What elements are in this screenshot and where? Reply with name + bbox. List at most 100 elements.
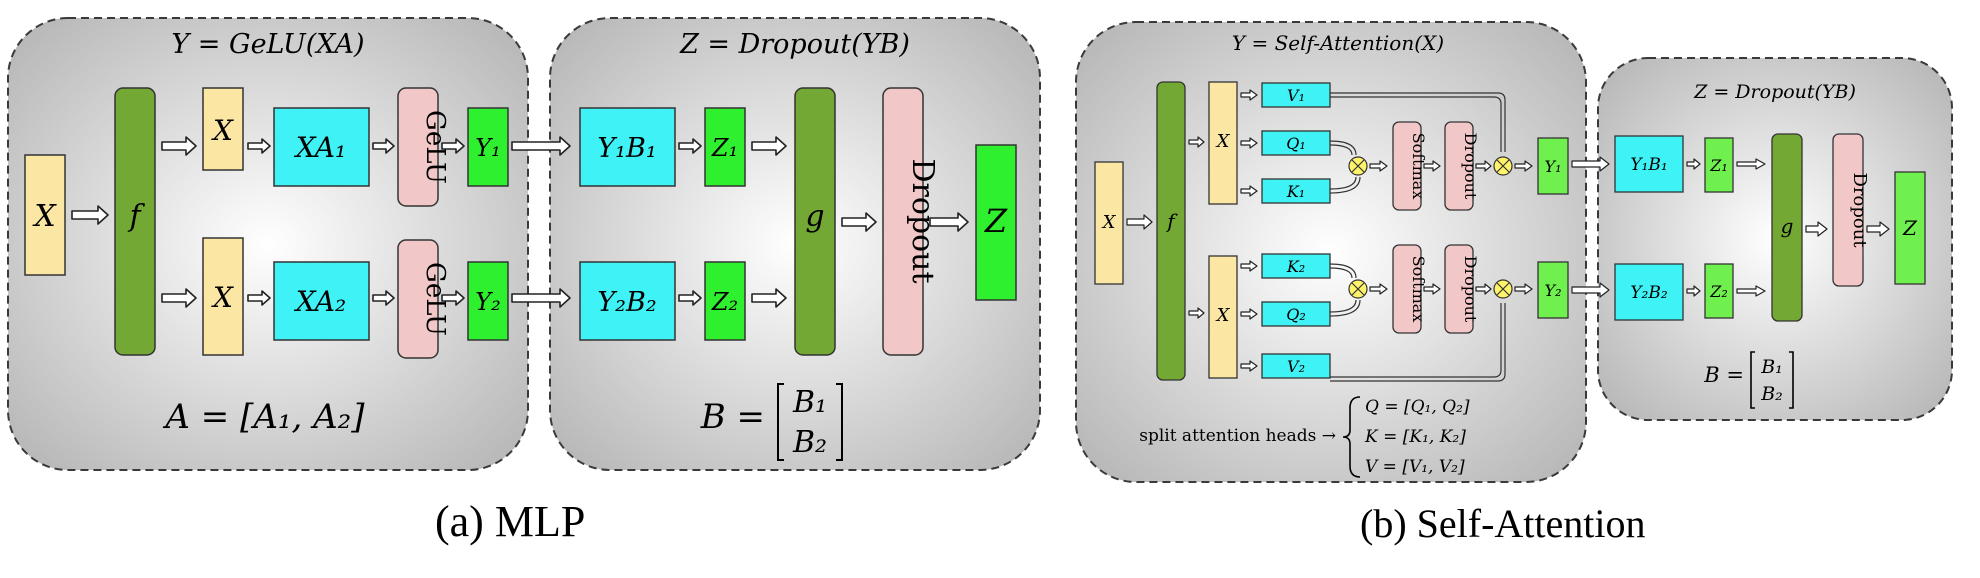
att-arrow-x1-q1 (1240, 137, 1258, 149)
att-v2-label: V₂ (1287, 357, 1305, 376)
att-left-title: Y = Self-Attention(X) (1232, 31, 1444, 55)
att-right-title: Z = Dropout(YB) (1693, 81, 1856, 103)
mlp-arrow-y1-yb1 (511, 136, 571, 156)
mlp-arrow-x1-xa1 (247, 138, 271, 154)
mlp-gelu1-box (397, 87, 439, 207)
mlp-z2-label: Z₂ (711, 288, 738, 316)
att-arrow-x1-v1 (1240, 89, 1258, 101)
mlp-b-formula-lhs: B = (700, 397, 765, 437)
mlp-arrow-y2-yb2 (511, 288, 571, 308)
mlp-z-out-box (975, 144, 1017, 301)
mlp-dropout-box (882, 87, 924, 356)
mlp-gelu2-box (397, 239, 439, 359)
mlp-x2-box (202, 237, 244, 356)
att-q2-label: Q₂ (1286, 305, 1306, 324)
att-arrow-y2-yb2 (1571, 282, 1610, 298)
att-arrow-z2-g (1736, 285, 1766, 297)
att-yb1-label: Y₁B₁ (1630, 155, 1667, 175)
att-softmax1-label: Softmax (1409, 133, 1428, 200)
att-arrow-y1-yb1 (1571, 156, 1610, 172)
att-arrow-x-f (1126, 214, 1153, 230)
att-arrow-yb1-z1 (1686, 158, 1701, 170)
mlp-f-box (114, 87, 156, 356)
att-arrow-m4-y2 (1514, 283, 1533, 295)
att-arrow-m3-y1 (1514, 160, 1533, 172)
mlp-z1-box (704, 107, 746, 187)
att-yb1-box (1614, 135, 1684, 193)
mlp-left-title: Y = GeLU(XA) (171, 29, 364, 60)
mlp-arrow-x-f (71, 205, 109, 225)
att-eq-k: K = [K₁, K₂] (1364, 427, 1466, 447)
att-x2-label: X (1215, 305, 1231, 326)
mlp-x-input-label: X (32, 199, 57, 234)
caption-mlp: (a) MLP (435, 497, 586, 546)
mlp-arrow-z1-g (751, 136, 787, 156)
att-yb2-label: Y₂B₂ (1630, 283, 1668, 303)
mlp-arrow-dropout-z (929, 212, 969, 232)
att-arrow-f-x1 (1188, 136, 1205, 148)
mlp-x2-label: X (211, 281, 234, 314)
mlp-arrow-gelu1-y1 (441, 138, 465, 154)
att-b-formula-lhs: B = (1703, 363, 1744, 387)
mlp-x1-box (202, 87, 244, 171)
att-dropout2-label: Dropout (1461, 256, 1480, 323)
mlp-yb1-label: Y₁B₁ (597, 133, 656, 164)
mlp-y1-box (467, 107, 509, 187)
att-g-box (1771, 133, 1803, 322)
mlp-g-label: g (805, 199, 824, 234)
mlp-xa2-box (273, 261, 370, 341)
mlp-arrow-x2-xa2 (247, 290, 271, 306)
mlp-b1: B₁ (792, 385, 827, 420)
mlp-b-bracket-left (777, 383, 784, 461)
att-arrow-dropout1-m3 (1475, 160, 1492, 172)
att-k1-label: K₁ (1286, 182, 1305, 201)
att-x-input-box (1094, 161, 1124, 285)
att-arrow-m1-softmax1 (1369, 160, 1388, 172)
att-b1: B₁ (1760, 356, 1783, 378)
att-y2-label: Y₂ (1545, 281, 1562, 300)
mlp-y1-label: Y₁ (475, 134, 500, 162)
mlp-y2-label: Y₂ (475, 288, 500, 316)
att-v1-box (1261, 82, 1331, 108)
att-multiply-1-cross (1351, 159, 1365, 173)
att-split-label: split attention heads → (1139, 426, 1336, 446)
att-brace (1342, 396, 1361, 478)
att-arrow-yb2-z2 (1686, 285, 1701, 297)
att-f-box (1156, 81, 1186, 381)
att-softmax1-box (1392, 121, 1422, 211)
mlp-xa2-label: XA₂ (294, 285, 346, 318)
att-arrow-x2-v2 (1240, 360, 1258, 372)
mlp-xa1-label: XA₁ (294, 131, 346, 164)
att-z2-box (1704, 263, 1734, 319)
mlp-arrow-z2-g (751, 288, 787, 308)
caption-self-attention: (b) Self-Attention (1360, 501, 1646, 546)
att-arrows (1126, 89, 1890, 372)
att-k1-box (1261, 178, 1331, 204)
mlp-arrow-f-x2 (161, 288, 197, 308)
att-arrow-x1-k1 (1240, 185, 1258, 197)
att-arrow-softmax2-dropout2 (1423, 283, 1441, 295)
att-dropout-out-label: Dropout (1849, 172, 1870, 248)
att-arrow-g-dropout (1805, 221, 1828, 237)
att-multiply-2-cross (1351, 282, 1365, 296)
mlp-xa1-box (273, 107, 370, 187)
mlp-arrow-yb1-z1 (678, 138, 702, 154)
att-b-bracket-right (1789, 351, 1794, 409)
att-x1-label: X (1215, 131, 1231, 152)
mlp-b-bracket-right (836, 383, 843, 461)
mlp-yb2-box (579, 261, 676, 341)
att-arrow-dropout2-m4 (1475, 283, 1492, 295)
att-q1-label: Q₁ (1286, 134, 1306, 153)
att-y2-box (1537, 261, 1569, 319)
att-y1-box (1537, 137, 1569, 195)
att-multiply-3-cross (1496, 159, 1510, 173)
att-g-label: g (1781, 214, 1794, 238)
att-left-panel (1075, 21, 1587, 483)
att-k2-box (1261, 253, 1331, 279)
mlp-z2-box (704, 261, 746, 341)
mlp-a-formula: A = [A₁, A₂] (162, 397, 365, 437)
mlp-arrows (71, 136, 969, 308)
att-arrow-x2-q2 (1240, 308, 1258, 320)
